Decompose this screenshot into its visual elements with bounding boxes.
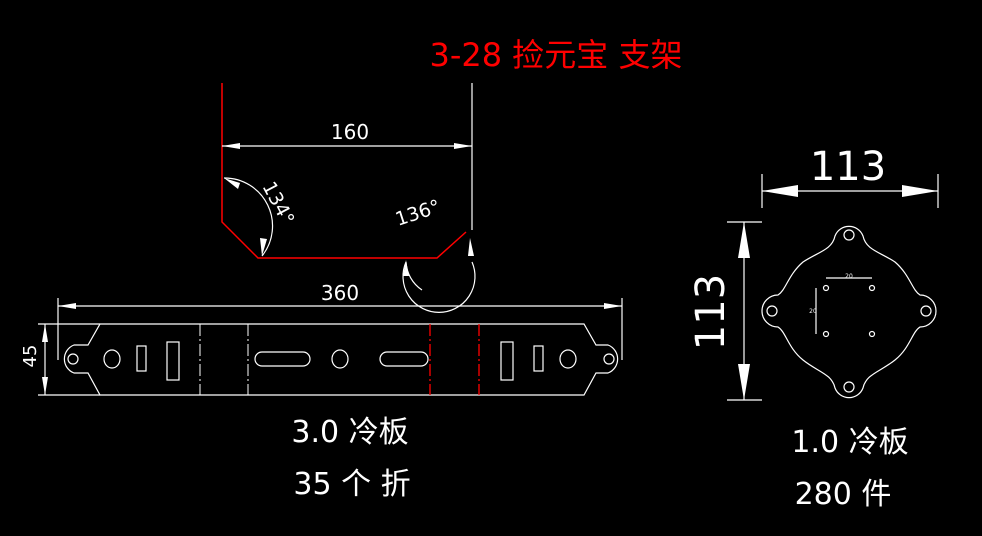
height-dim-label: 45 bbox=[20, 345, 41, 368]
round-hole bbox=[331, 349, 349, 369]
bend-profile-view: 160 134° 136° bbox=[221, 83, 476, 313]
round-plate-outline bbox=[761, 225, 937, 399]
arrowhead bbox=[468, 238, 474, 256]
angle-arc-left bbox=[223, 177, 274, 257]
lug-hole bbox=[67, 353, 79, 365]
arrowhead bbox=[42, 377, 48, 395]
small-hole bbox=[822, 284, 830, 292]
arrowhead bbox=[224, 178, 240, 189]
arrowhead bbox=[42, 324, 48, 342]
angle-label-right: 136° bbox=[393, 196, 443, 231]
arrowhead bbox=[222, 143, 240, 149]
strip-part: 360 45 3.0 冷板 35 个 折 bbox=[20, 281, 623, 502]
small-hole bbox=[868, 330, 876, 338]
round-quantity: 280 件 bbox=[795, 477, 892, 512]
lug-hole bbox=[843, 229, 855, 241]
strip-outline bbox=[63, 323, 619, 396]
strip-bends: 35 个 折 bbox=[293, 467, 410, 502]
arrowhead bbox=[58, 303, 76, 309]
hole-spacing-v: 20 bbox=[809, 308, 817, 315]
lug-hole bbox=[920, 305, 932, 317]
lug-hole bbox=[766, 305, 778, 317]
arrowhead bbox=[902, 185, 938, 197]
arrowhead bbox=[454, 143, 472, 149]
rect-slot bbox=[500, 341, 514, 381]
round-hole bbox=[103, 349, 121, 369]
arrowhead bbox=[260, 238, 267, 256]
oblong-slot bbox=[254, 351, 311, 367]
strip-material: 3.0 冷板 bbox=[291, 415, 408, 450]
arrowhead bbox=[604, 303, 622, 309]
oblong-slot bbox=[379, 351, 429, 367]
rect-slot bbox=[533, 345, 544, 372]
width-dim-label: 113 bbox=[810, 144, 886, 190]
height-dim-label: 113 bbox=[688, 274, 734, 350]
arrowhead bbox=[738, 222, 750, 258]
lug-hole bbox=[603, 353, 615, 365]
rect-slot bbox=[166, 341, 180, 381]
arrowhead bbox=[762, 185, 798, 197]
hole-spacing-h: 20 bbox=[845, 273, 853, 280]
length-dim-label: 360 bbox=[321, 281, 359, 305]
drawing-title: 3-28 捡元宝 支架 bbox=[430, 36, 683, 74]
bend-profile-line bbox=[221, 83, 467, 259]
arrowhead bbox=[738, 364, 750, 400]
round-material: 1.0 冷板 bbox=[791, 425, 908, 460]
small-hole bbox=[822, 330, 830, 338]
round-hole bbox=[559, 349, 577, 369]
arrowhead bbox=[403, 260, 409, 276]
small-hole bbox=[868, 284, 876, 292]
lug-hole bbox=[843, 381, 855, 393]
rect-slot bbox=[136, 345, 147, 372]
width-dim-label: 160 bbox=[331, 120, 369, 144]
round-part: 113 113 20 20 1.0 冷板 280 件 bbox=[688, 144, 939, 512]
angle-arc-right bbox=[402, 261, 476, 313]
angle-label-left: 134° bbox=[258, 178, 299, 229]
